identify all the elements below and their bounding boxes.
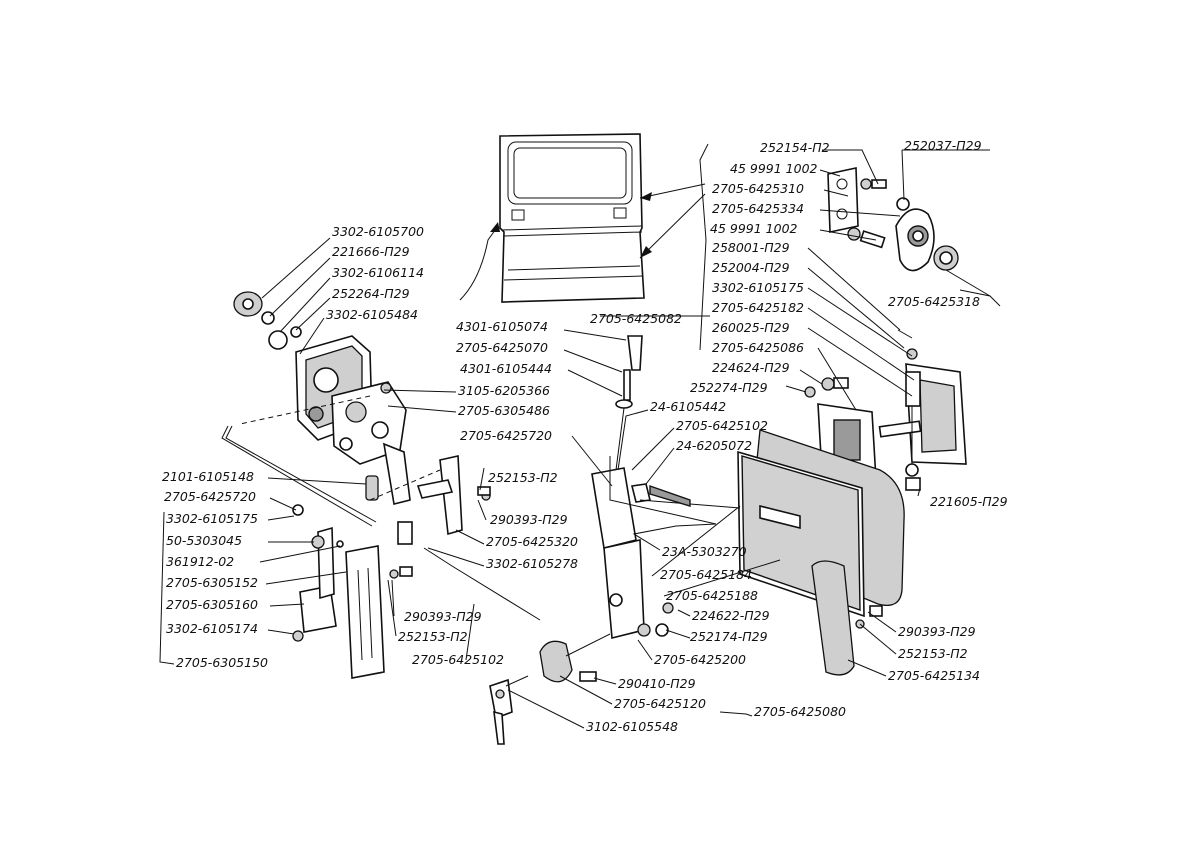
label-2101-6105148: 2101-6105148 [162,469,254,484]
label-2705-6425182: 2705-6425182 [712,300,804,315]
top-right-latch-assembly [827,167,959,272]
label-2705-6425310: 2705-6425310 [712,181,804,196]
label-3302-6105174: 3302-6105174 [166,621,258,636]
label-252274-p29: 252274-П29 [690,380,768,395]
label-3102-6105548: 3102-6105548 [586,719,678,734]
label-252153-p2-low: 252153-П2 [398,629,468,644]
label-252153-p2-right: 252153-П2 [898,646,968,661]
label-224622-p29: 224622-П29 [692,608,770,623]
label-2705-6425188: 2705-6425188 [666,588,758,603]
label-221666-p29: 221666-П29 [332,244,410,259]
lock-cylinder [489,633,611,745]
label-2705-6305160: 2705-6305160 [166,597,258,612]
label-3302-6106114: 3302-6106114 [332,265,424,280]
label-290393-p29-low: 290393-П29 [404,609,482,624]
label-2705-6425334: 2705-6425334 [712,201,804,216]
label-252004-p29: 252004-П29 [712,260,790,275]
label-2705-6425200: 2705-6425200 [654,652,746,667]
label-4301-6105074: 4301-6105074 [456,319,548,334]
label-459991002-a: 45 9991 1002 [730,161,818,176]
center-lock-mechanism [591,335,741,640]
label-2705-6425086: 2705-6425086 [712,340,804,355]
label-2705-6425080: 2705-6425080 [754,704,846,719]
left-small-parts [365,455,491,579]
label-2705-6425102-low: 2705-6425102 [412,652,504,667]
label-2705-6305152: 2705-6305152 [166,575,258,590]
right-latch-body [878,329,967,477]
label-2705-6425318: 2705-6425318 [888,294,980,309]
left-upper-fasteners [233,291,302,350]
control-rods [221,395,541,621]
label-221605-p29: 221605-П29 [930,494,1008,509]
label-3302-6105700: 3302-6105700 [332,224,424,239]
label-24-6205072: 24-6205072 [676,438,752,453]
label-290410-p29: 290410-П29 [618,676,696,691]
label-252037-p29: 252037-П29 [904,138,982,153]
label-224624-p29: 224624-П29 [712,360,790,375]
label-252174-p29: 252174-П29 [690,629,768,644]
label-2705-6305150: 2705-6305150 [176,655,268,670]
label-2705-6425184: 2705-6425184 [660,567,752,582]
label-2705-6425720-left: 2705-6425720 [164,489,256,504]
label-2705-6425134: 2705-6425134 [888,668,980,683]
label-361912-02: 361912-02 [166,554,234,569]
label-258001-p29: 258001-П29 [712,240,790,255]
label-3302-6105175-right: 3302-6105175 [712,280,804,295]
part-labels: 252154-П2 252037-П29 45 9991 1002 2705-6… [162,138,1008,734]
leader-lines [159,143,1001,729]
label-2705-6425320: 2705-6425320 [486,534,578,549]
label-252154-p2: 252154-П2 [760,140,830,155]
label-260025-p29: 260025-П29 [712,320,790,335]
label-252264-p29: 252264-П29 [332,286,410,301]
label-2705-6425082: 2705-6425082 [590,311,682,326]
left-bracket [292,504,385,679]
label-2705-6425120: 2705-6425120 [614,696,706,711]
label-290393-p29-mid: 290393-П29 [490,512,568,527]
label-3302-6105175-left: 3302-6105175 [166,511,258,526]
label-24-6105442: 24-6105442 [650,399,726,414]
label-3105-6205366: 3105-6205366 [458,383,550,398]
rear-door-outline [499,133,645,303]
label-290393-p29-right: 290393-П29 [898,624,976,639]
door-lock-body [295,335,411,505]
door-arrows [459,183,706,301]
label-2705-6305486: 2705-6305486 [458,403,550,418]
label-2705-6425720-mid: 2705-6425720 [460,428,552,443]
handle-housing [737,429,905,618]
label-459991002-b: 45 9991 1002 [710,221,798,236]
label-2705-6425102-top: 2705-6425102 [676,418,768,433]
label-4301-6105444: 4301-6105444 [460,361,552,376]
label-50-5303045: 50-5303045 [166,533,242,548]
label-252153-p2-mid: 252153-П2 [488,470,558,485]
label-23A-5303270: 23А-5303270 [662,544,747,559]
label-3302-6105278: 3302-6105278 [486,556,578,571]
label-3302-6105484: 3302-6105484 [326,307,418,322]
label-2705-6425070: 2705-6425070 [456,340,548,355]
